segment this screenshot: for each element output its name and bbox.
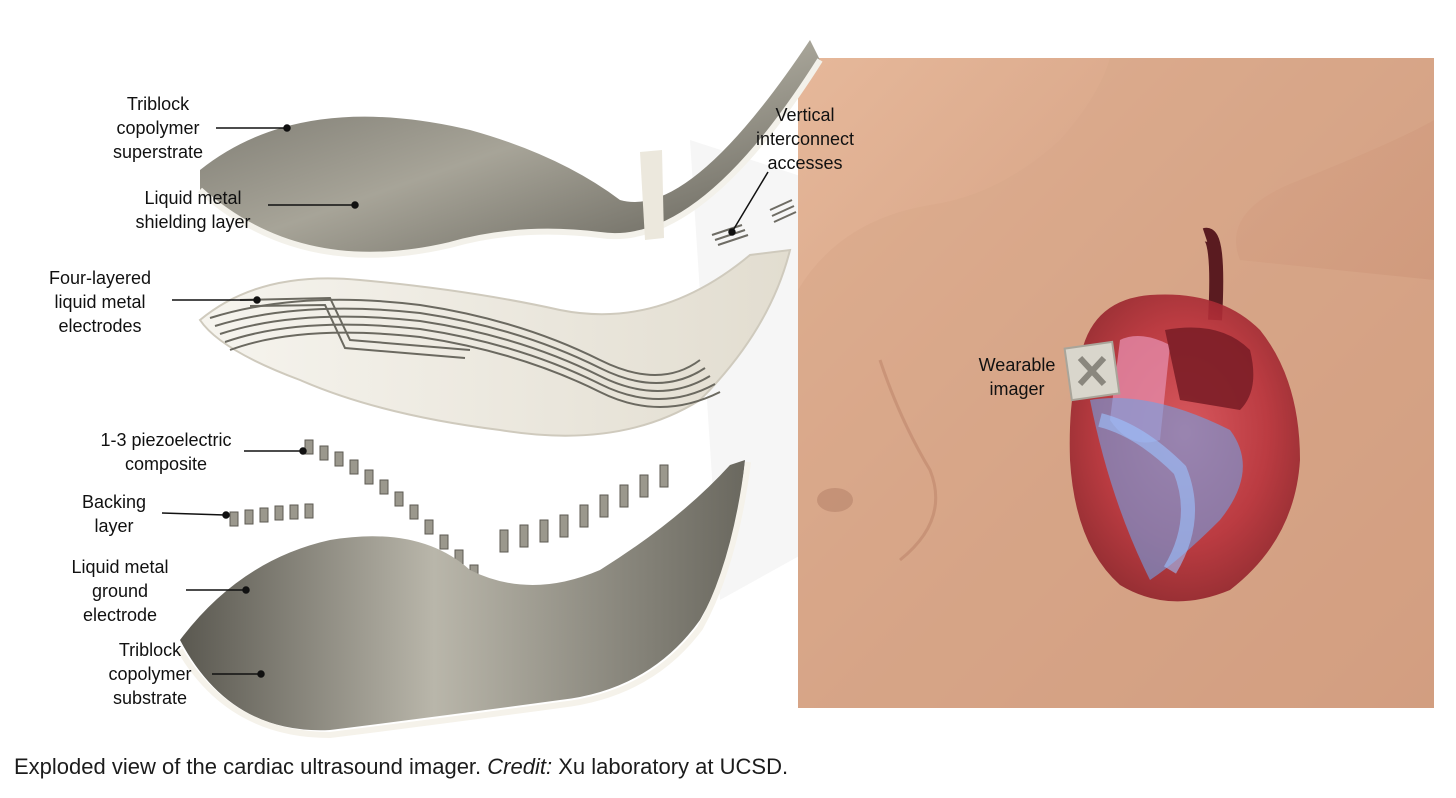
figure: Triblock copolymer superstrate Liquid me… (48, 40, 1434, 739)
caption-lead: Exploded view of the cardiac ultrasound … (14, 754, 482, 779)
label-electrodes: Four-layered liquid metal electrodes (48, 268, 152, 336)
wearable-imager-patch (1063, 340, 1121, 402)
label-vias: Vertical interconnect accesses (755, 105, 855, 173)
figure-caption: Exploded view of the cardiac ultrasound … (14, 754, 788, 780)
figure-artwork (161, 40, 1434, 739)
label-piezo: 1-3 piezoelectric composite (100, 430, 232, 474)
label-ground: Liquid metal ground electrode (71, 557, 169, 625)
exploded-layers (177, 40, 823, 739)
label-superstrate: Triblock copolymer superstrate (112, 94, 204, 162)
label-wearable-imager: Wearable imager (978, 355, 1056, 399)
label-backing: Backing layer (81, 492, 147, 536)
label-shielding: Liquid metal shielding layer (135, 188, 251, 232)
caption-credit-text: Xu laboratory at UCSD. (558, 754, 789, 779)
heart-illustration (1069, 227, 1300, 602)
label-substrate: Triblock copolymer substrate (108, 640, 192, 708)
caption-credit-label: Credit: (487, 754, 553, 779)
label-leaders (161, 124, 769, 678)
